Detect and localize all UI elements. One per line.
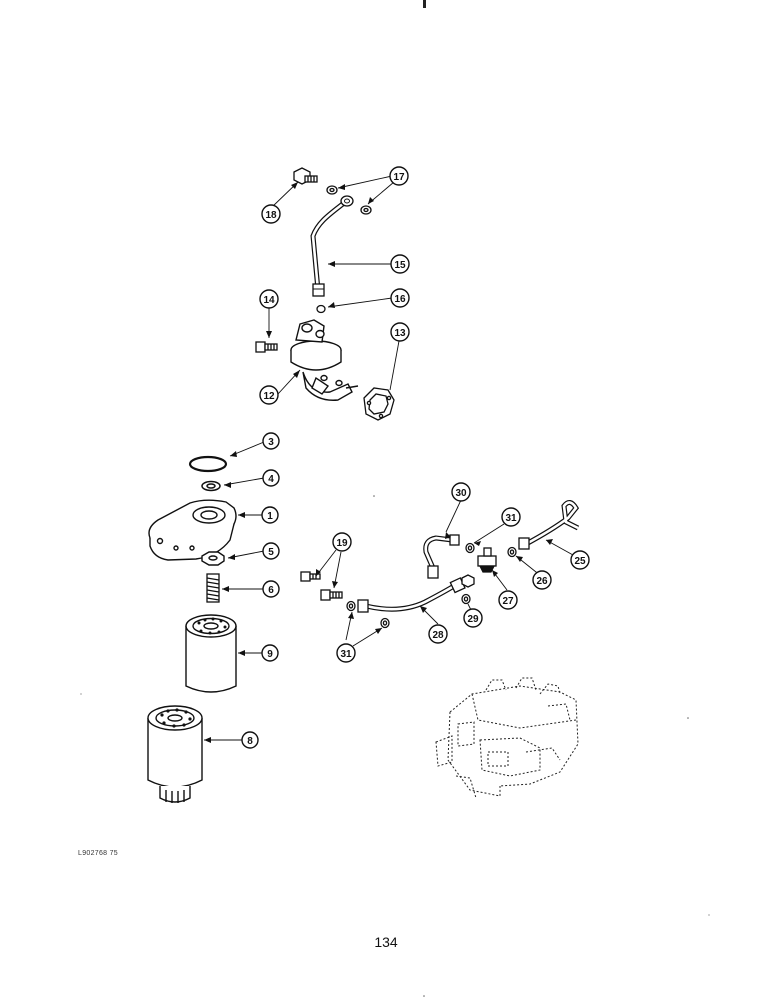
callout-12: 12: [259, 385, 279, 405]
callout-31-upper-label: 31: [505, 513, 517, 524]
leader-arrowheads: [204, 182, 553, 743]
callout-4: 4: [262, 469, 280, 487]
leak-off-pipe-25: [518, 500, 580, 550]
washers-31: [346, 542, 475, 629]
callout-1: 1: [261, 506, 279, 524]
fuel-pipe-15: [310, 195, 354, 297]
injection-pump-locator-sketch: [435, 677, 579, 799]
figure-reference-code: L902768 75: [78, 850, 118, 857]
callout-26-label: 26: [536, 576, 548, 587]
callout-8-label: 8: [247, 736, 253, 747]
callout-31-upper: 31: [501, 507, 521, 527]
callout-8: 8: [241, 731, 259, 749]
page-number: 134: [374, 934, 398, 950]
callout-9: 9: [261, 644, 279, 662]
callout-1-label: 1: [267, 511, 273, 522]
callout-17: 17: [389, 166, 409, 186]
fuel-pipe-28: [357, 577, 466, 613]
callout-5: 5: [262, 542, 280, 560]
adaptor-nut-5: [201, 551, 225, 566]
callout-14-label: 14: [263, 295, 275, 306]
scan-mark: [423, 0, 426, 8]
callout-13: 13: [390, 322, 410, 342]
callout-3: 3: [262, 432, 280, 450]
threaded-adaptor-6: [206, 573, 220, 603]
callout-19-label: 19: [336, 538, 348, 549]
callout-6: 6: [262, 580, 280, 598]
callout-5-label: 5: [268, 547, 274, 558]
filter-head-1: [148, 499, 237, 561]
scan-specks: [80, 495, 710, 997]
fuel-pipe-30: [423, 534, 460, 579]
leader-lines: [204, 175, 574, 741]
seal-4: [201, 480, 221, 492]
callout-29-label: 29: [467, 614, 479, 625]
callout-28: 28: [428, 624, 448, 644]
filter-with-bowl-8: [147, 705, 203, 803]
sealing-washers-17: [326, 185, 372, 215]
callout-30: 30: [451, 482, 471, 502]
callout-18-label: 18: [265, 210, 277, 221]
washer-26: [507, 546, 517, 558]
callout-13-label: 13: [394, 328, 406, 339]
olive-16: [316, 304, 326, 314]
callout-26: 26: [532, 570, 552, 590]
callout-25: 25: [570, 550, 590, 570]
lift-pump-12: [290, 319, 359, 401]
callout-9-label: 9: [267, 649, 273, 660]
callout-4-label: 4: [268, 474, 274, 485]
pump-gasket-13: [363, 387, 395, 421]
banjo-bolt-18: [293, 167, 318, 185]
callout-12-label: 12: [263, 391, 275, 402]
callout-31-lower-label: 31: [340, 649, 352, 660]
callout-19: 19: [332, 532, 352, 552]
callout-17-label: 17: [393, 172, 405, 183]
callout-29: 29: [463, 608, 483, 628]
callout-31-lower: 31: [336, 643, 356, 663]
tee-fitting-27: [477, 547, 497, 573]
callout-16: 16: [390, 288, 410, 308]
callout-30-label: 30: [455, 488, 467, 499]
fitting-29: [461, 574, 475, 588]
callout-6-label: 6: [268, 585, 274, 596]
callout-27: 27: [498, 590, 518, 610]
callout-25-label: 25: [574, 556, 586, 567]
callout-27-label: 27: [502, 596, 514, 607]
callout-15: 15: [390, 254, 410, 274]
callout-28-label: 28: [432, 630, 444, 641]
filter-element-9: [185, 614, 237, 693]
callout-14: 14: [259, 289, 279, 309]
callout-18: 18: [261, 204, 281, 224]
bolt-14: [255, 341, 278, 353]
o-ring-3: [188, 455, 228, 473]
callout-16-label: 16: [394, 294, 406, 305]
banjo-bolts-19: [300, 571, 343, 601]
callout-3-label: 3: [268, 437, 274, 448]
callout-15-label: 15: [394, 260, 406, 271]
